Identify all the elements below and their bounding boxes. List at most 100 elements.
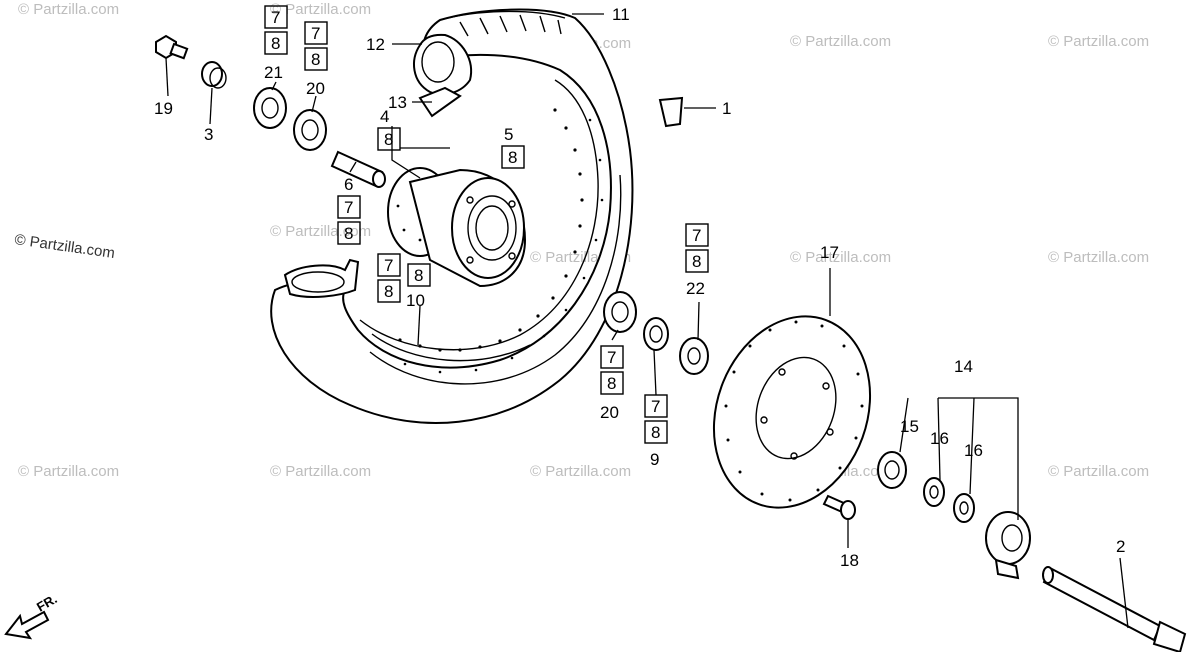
callout-11: 11 bbox=[612, 5, 630, 24]
hub-ring bbox=[467, 195, 517, 261]
washer-16b-icon bbox=[953, 493, 975, 523]
watermark: © Partzilla.com bbox=[18, 463, 119, 480]
watermark: © Partzilla.com bbox=[530, 463, 631, 480]
box-8 bbox=[501, 145, 525, 169]
callout-6: 6 bbox=[344, 175, 353, 194]
callout-4: 4 bbox=[380, 107, 389, 126]
valve-1-icon bbox=[658, 96, 684, 128]
rim-line-3 bbox=[369, 174, 622, 385]
box-8 bbox=[377, 127, 401, 151]
callout-10: 10 bbox=[406, 291, 425, 310]
dust-seal-22-icon bbox=[679, 337, 709, 375]
hub-bolt-holes bbox=[396, 196, 516, 264]
box-8-text: 8 bbox=[508, 148, 517, 167]
front-direction-arrow: FR. bbox=[4, 591, 60, 640]
box-8-text: 8 bbox=[311, 50, 320, 69]
box-7 bbox=[600, 345, 624, 369]
box-8-text: 8 bbox=[384, 282, 393, 301]
callout-16b: 16 bbox=[964, 441, 983, 460]
callout-12: 12 bbox=[366, 35, 385, 54]
rim-line bbox=[359, 79, 599, 351]
box-8 bbox=[407, 263, 431, 287]
callout-5: 5 bbox=[504, 125, 513, 144]
rim-band-icon bbox=[418, 86, 462, 118]
callout-1: 1 bbox=[722, 99, 731, 118]
box-7 bbox=[644, 394, 668, 418]
hub-flange-icon bbox=[451, 177, 525, 279]
watermark: © Partzilla.com bbox=[1048, 33, 1149, 50]
collar-3-icon bbox=[201, 61, 227, 89]
box-7 bbox=[304, 21, 328, 45]
box-8-text: 8 bbox=[651, 423, 660, 442]
box-7 bbox=[685, 223, 709, 247]
axle-2-icon bbox=[1042, 566, 1187, 652]
box-8 bbox=[644, 420, 668, 444]
retainer-9-icon bbox=[643, 317, 669, 351]
dust-seal-21-icon bbox=[253, 87, 287, 129]
watermark: © Partzilla.com bbox=[790, 33, 891, 50]
gear-15-icon bbox=[877, 451, 907, 489]
box-7-text: 7 bbox=[651, 397, 660, 416]
box-7-text: 7 bbox=[271, 8, 280, 27]
watermark: © Partzilla.com bbox=[18, 1, 119, 18]
box-8-text: 8 bbox=[607, 374, 616, 393]
callout-17: 17 bbox=[820, 243, 839, 262]
box-8 bbox=[685, 249, 709, 273]
watermark: © Partzilla.com bbox=[1048, 249, 1149, 266]
box-8-text: 8 bbox=[692, 252, 701, 271]
bolt-19-icon bbox=[155, 34, 189, 60]
box-8-text: 8 bbox=[271, 34, 280, 53]
box-7-text: 7 bbox=[311, 24, 320, 43]
callout-9: 9 bbox=[650, 450, 659, 469]
bearing-20b-icon bbox=[603, 291, 637, 333]
hub-bore bbox=[475, 205, 509, 251]
box-7-text: 7 bbox=[344, 198, 353, 217]
disc-holes bbox=[724, 320, 864, 502]
callout-3: 3 bbox=[204, 125, 213, 144]
inner-tube-opening bbox=[421, 41, 455, 83]
box-8-text: 8 bbox=[414, 266, 423, 285]
watermark: © Partzilla.com bbox=[270, 1, 371, 18]
watermark: © Partzilla.com bbox=[270, 463, 371, 480]
gearbox-14-icon bbox=[985, 511, 1031, 580]
box-8 bbox=[304, 47, 328, 71]
box-8 bbox=[600, 371, 624, 395]
rim-line-2 bbox=[371, 333, 531, 362]
box-8 bbox=[377, 279, 401, 303]
rim-holes bbox=[398, 108, 604, 374]
bearing-20-icon bbox=[293, 109, 327, 151]
arrow-icon bbox=[4, 610, 50, 640]
inner-tube-icon bbox=[413, 33, 473, 96]
box-7-text: 7 bbox=[607, 348, 616, 367]
box-8-text: 8 bbox=[344, 224, 353, 243]
wheel-assembly bbox=[270, 8, 634, 424]
box-7-text: 7 bbox=[384, 256, 393, 275]
bolt-18-icon bbox=[822, 494, 856, 520]
callout-21: 21 bbox=[264, 63, 283, 82]
callout-numbers: 11 12 13 1 19 3 21 20 6 4 5 10 22 20 9 1… bbox=[154, 5, 1125, 570]
box-8 bbox=[337, 221, 361, 245]
callout-19: 19 bbox=[154, 99, 173, 118]
callout-13: 13 bbox=[388, 93, 407, 112]
brake-disc-17-icon bbox=[712, 315, 872, 509]
front-label: FR. bbox=[34, 591, 60, 614]
leader-lines bbox=[165, 13, 1129, 629]
callout-20b: 20 bbox=[600, 403, 619, 422]
callout-16a: 16 bbox=[930, 429, 949, 448]
boxed-references: 7 8 7 8 8 8 7 8 7 8 8 7 8 7 8 bbox=[264, 5, 709, 444]
rim-opening bbox=[291, 271, 345, 293]
watermark: © Partzilla.com bbox=[1048, 463, 1149, 480]
callout-18: 18 bbox=[840, 551, 859, 570]
watermark: © Partzilla.com bbox=[270, 223, 371, 240]
watermark-main: © Partzilla.com bbox=[13, 231, 115, 262]
callout-20: 20 bbox=[306, 79, 325, 98]
tread-grooves bbox=[459, 14, 562, 37]
box-8 bbox=[264, 31, 288, 55]
box-7-text: 7 bbox=[692, 226, 701, 245]
box-7 bbox=[337, 195, 361, 219]
spacer-6-icon bbox=[330, 150, 386, 188]
washer-16a-icon bbox=[923, 477, 945, 507]
watermark-layer: © Partzilla.com © Partzilla.com © Partzi… bbox=[18, 1, 1149, 480]
